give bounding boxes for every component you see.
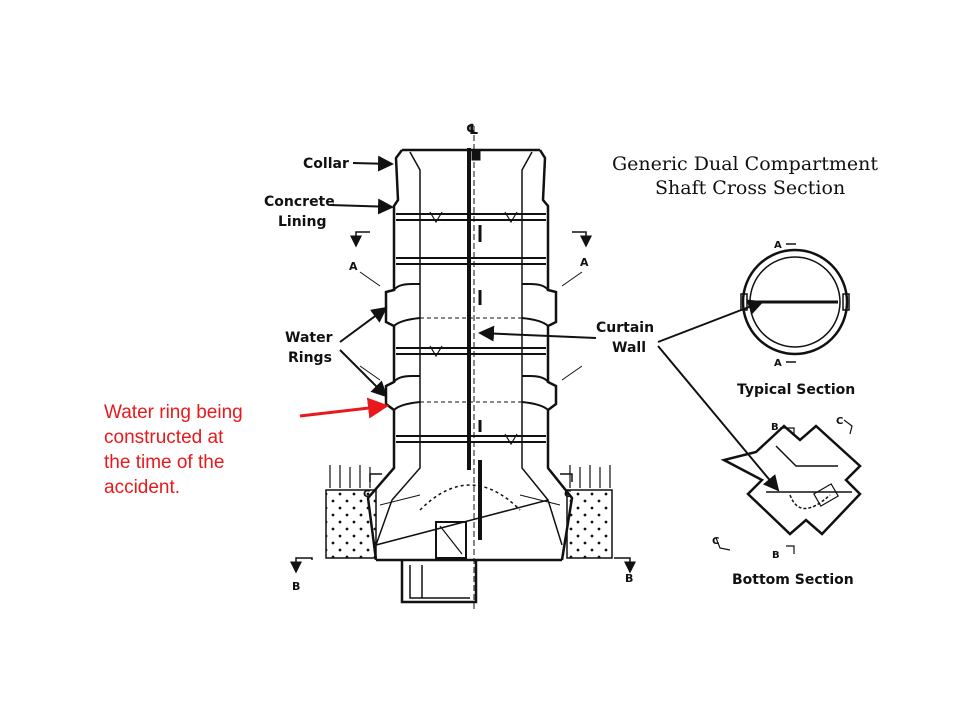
shaft-elevation	[290, 126, 636, 610]
shaft-wall-right	[546, 228, 574, 561]
label-section-c-right: C	[564, 489, 571, 500]
water-ring-upper-left	[393, 283, 421, 327]
annotation-callout: Water ring being constructed at the time…	[104, 400, 294, 500]
diagram-title-line-1: Generic Dual Compartment	[612, 153, 878, 175]
label-typical-section: Typical Section	[737, 382, 855, 398]
diagram-title-line-2: Shaft Cross Section	[655, 177, 845, 199]
label-typical-a-top: A	[774, 240, 782, 251]
label-bottom-section: Bottom Section	[732, 572, 854, 588]
bottom-chamber	[376, 558, 562, 604]
label-bottom-c-top: C	[836, 416, 843, 427]
water-ring-lower-right	[521, 375, 549, 411]
bottom-section	[715, 419, 862, 554]
label-section-c-left: C	[363, 489, 370, 500]
callout-arrow	[299, 397, 389, 419]
label-typical-a-bottom: A	[774, 358, 782, 369]
ground-hatching	[329, 465, 611, 488]
shaft-wall-left	[366, 228, 396, 561]
annotation-line: constructed at	[104, 427, 224, 448]
annotation-line: Water ring being	[104, 402, 243, 423]
label-leaders	[329, 155, 597, 398]
label-curtain: Curtain	[596, 320, 654, 336]
label-section-a-left: A	[349, 260, 358, 273]
rock-block-right	[566, 489, 613, 559]
label-section-b-left: B	[292, 580, 300, 593]
label-lining: Lining	[278, 214, 326, 230]
label-bottom-b-bottom: B	[772, 550, 780, 561]
centerline-symbol: ℄	[466, 122, 479, 138]
label-wall: Wall	[612, 340, 646, 356]
label-rings: Rings	[288, 350, 332, 366]
label-bottom-c-left: C	[712, 536, 719, 547]
label-concrete: Concrete	[264, 194, 335, 210]
water-ring-lower-left	[393, 375, 421, 411]
label-bottom-b-top: B	[771, 422, 779, 433]
label-section-b-right: B	[625, 572, 633, 585]
annotation-line: the time of the	[104, 452, 225, 473]
water-ring-upper-right	[521, 283, 549, 327]
annotation-line: accident.	[104, 477, 181, 498]
curtain-wall-leaders	[657, 299, 780, 492]
label-water: Water	[285, 330, 333, 346]
label-section-a-right: A	[580, 256, 589, 269]
label-collar: Collar	[303, 156, 349, 172]
